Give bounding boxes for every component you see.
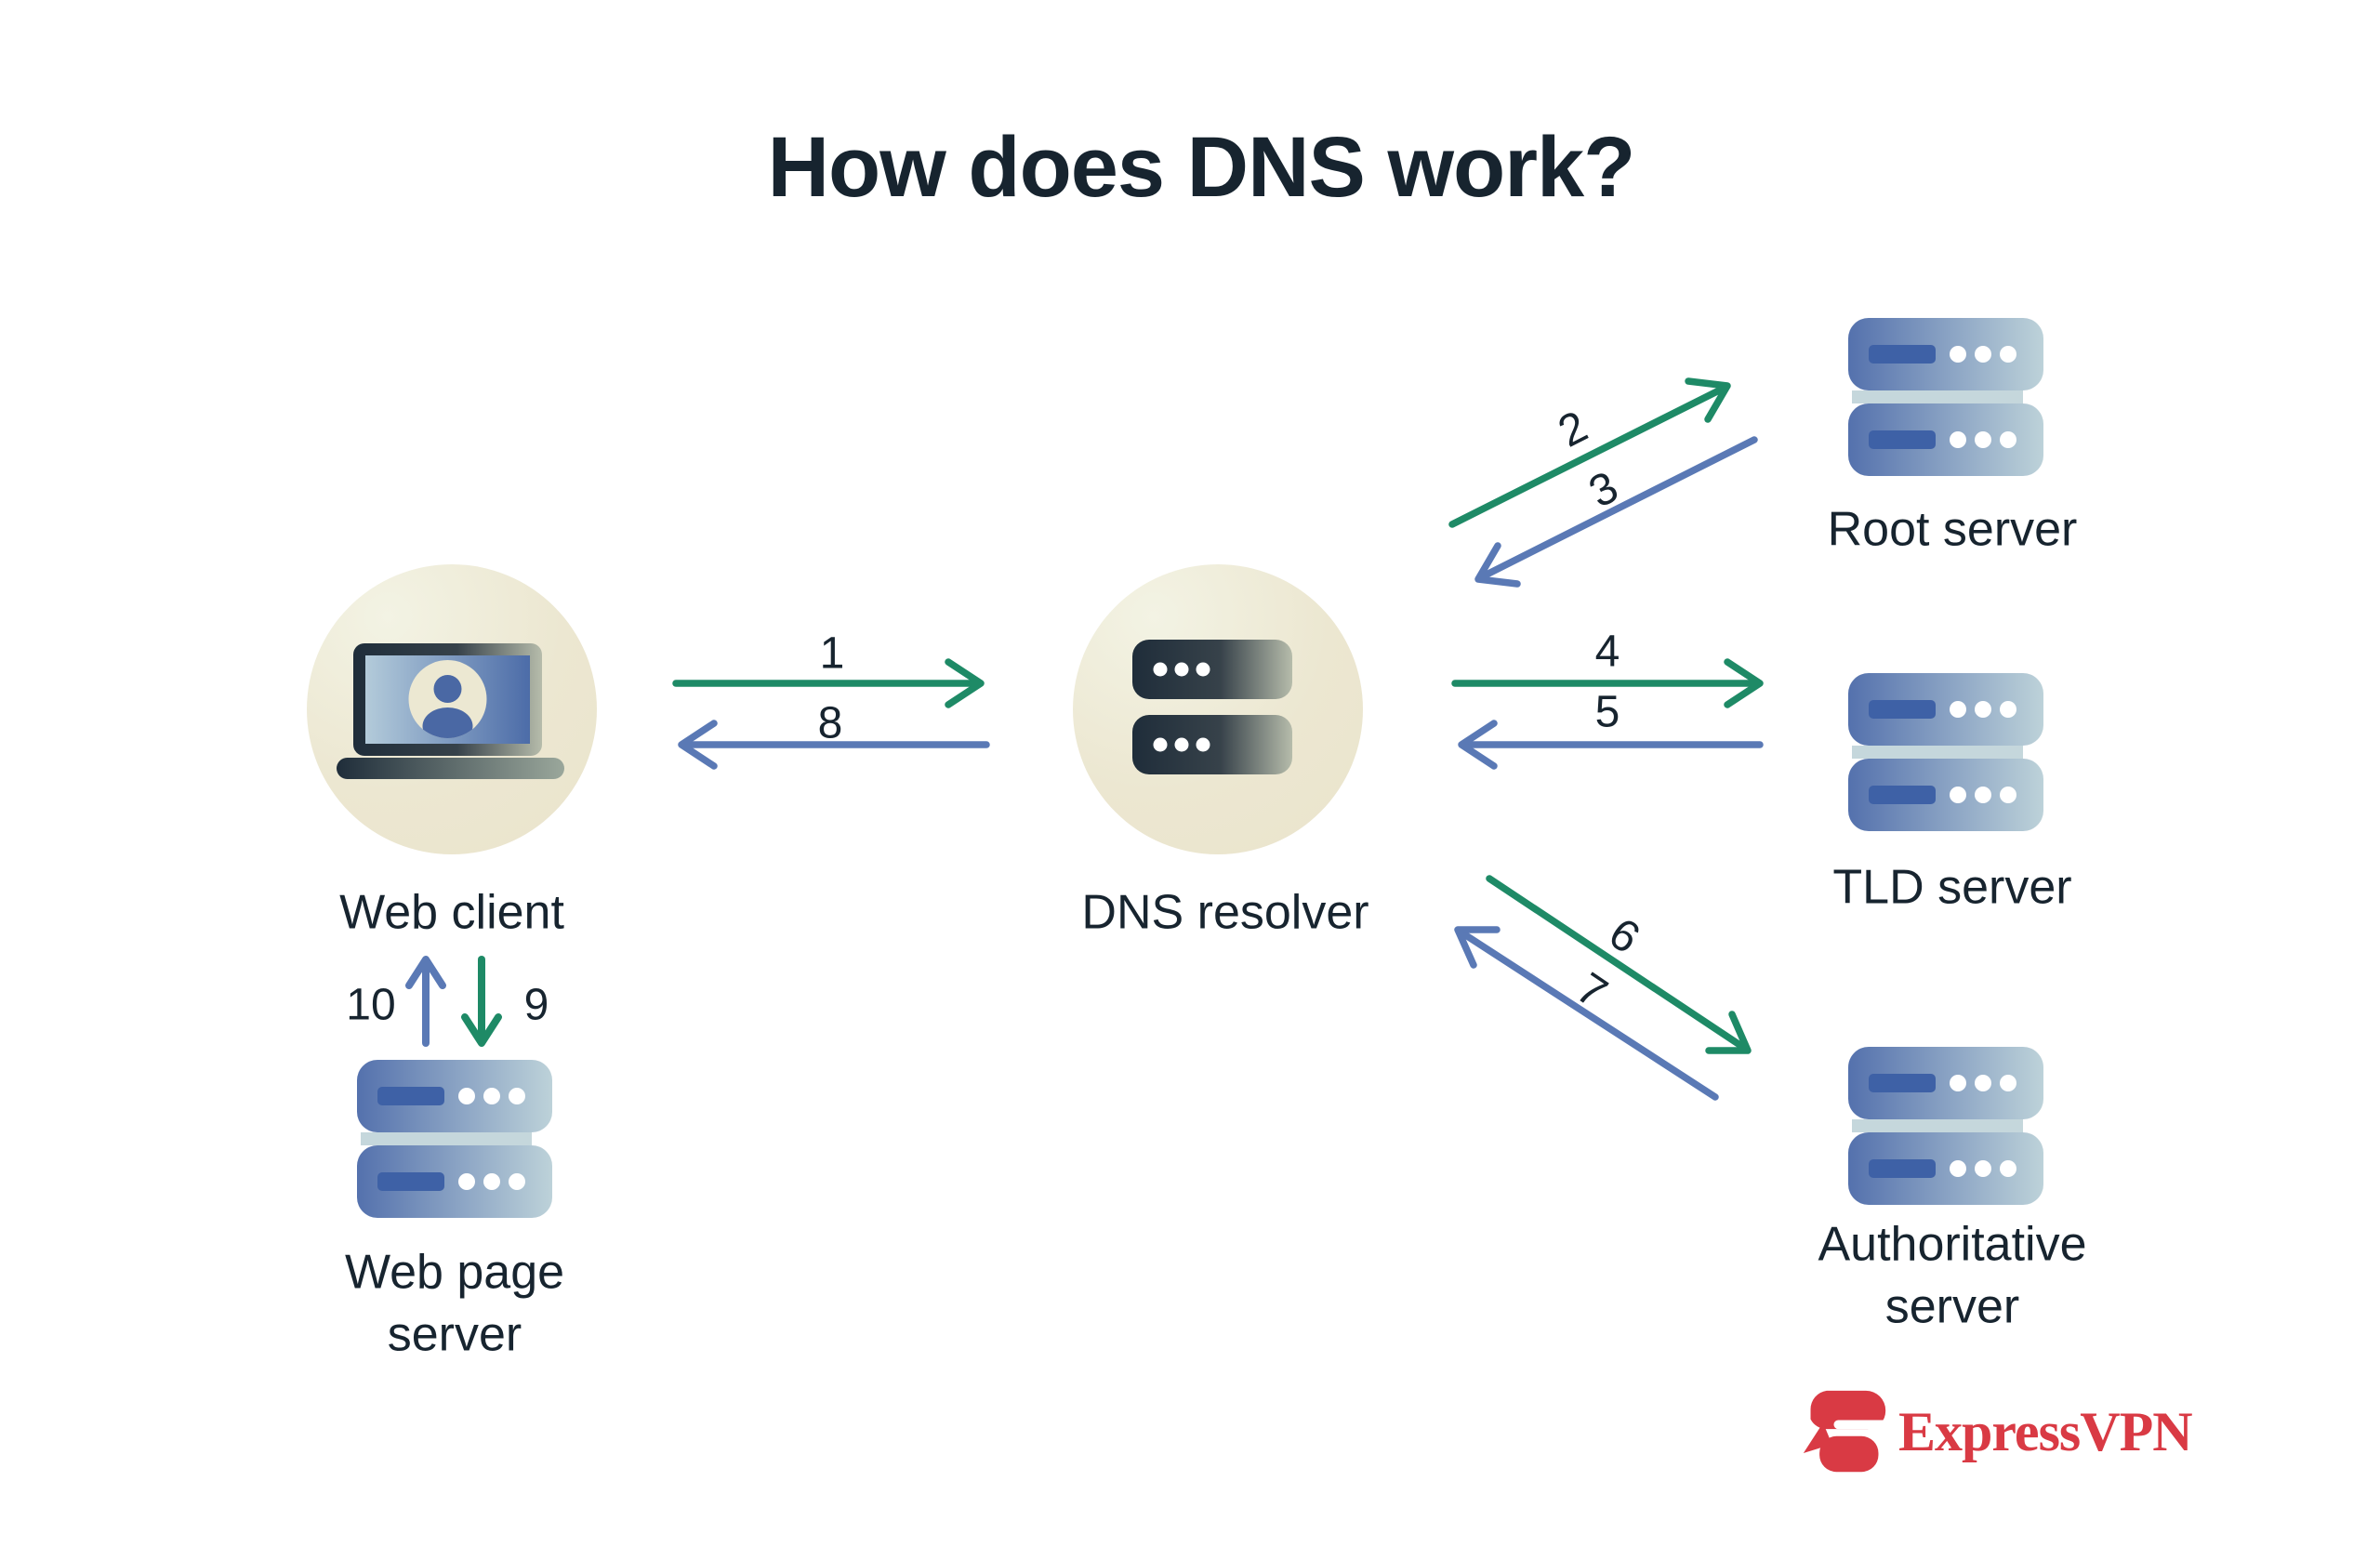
server-stack-blue-icon [1848,1047,2043,1205]
laptop-user-icon [337,643,564,779]
expressvpn-logo-icon [1803,1390,1889,1473]
step-number-7: 7 [1567,963,1616,1019]
dns-resolver-circle [1073,564,1363,854]
step-number-8: 8 [817,698,843,748]
server-stack-blue-icon [1848,673,2043,831]
step-number-2: 2 [1551,402,1595,457]
tld-server-label: TLD server [1832,860,2072,915]
arrow-step-9 [461,956,502,1047]
arrow-step-2 [1448,377,1731,528]
step-number-9: 9 [523,980,549,1030]
dns-resolver-label: DNS resolver [1081,885,1369,940]
root-server-label: Root server [1827,502,2078,557]
step-number-10: 10 [346,980,396,1030]
step-number-3: 3 [1581,462,1626,518]
arrow-step-10 [405,956,446,1047]
page-title: How does DNS work? [767,120,1636,215]
web-client-label: Web client [339,885,564,940]
server-stack-dark-icon [1132,640,1292,774]
step-number-6: 6 [1600,908,1648,964]
step-number-1: 1 [819,628,845,679]
server-stack-blue-icon [357,1060,552,1218]
expressvpn-wordmark: ExpressVPN [1898,1401,2193,1462]
step-number-4: 4 [1594,627,1620,677]
web-page-server-label: Web page server [344,1245,565,1361]
arrow-step-6 [1486,875,1752,1054]
step-number-5: 5 [1594,687,1620,737]
server-stack-blue-icon [1848,318,2043,476]
authoritative-server-label: Authoritative server [1818,1217,2087,1333]
